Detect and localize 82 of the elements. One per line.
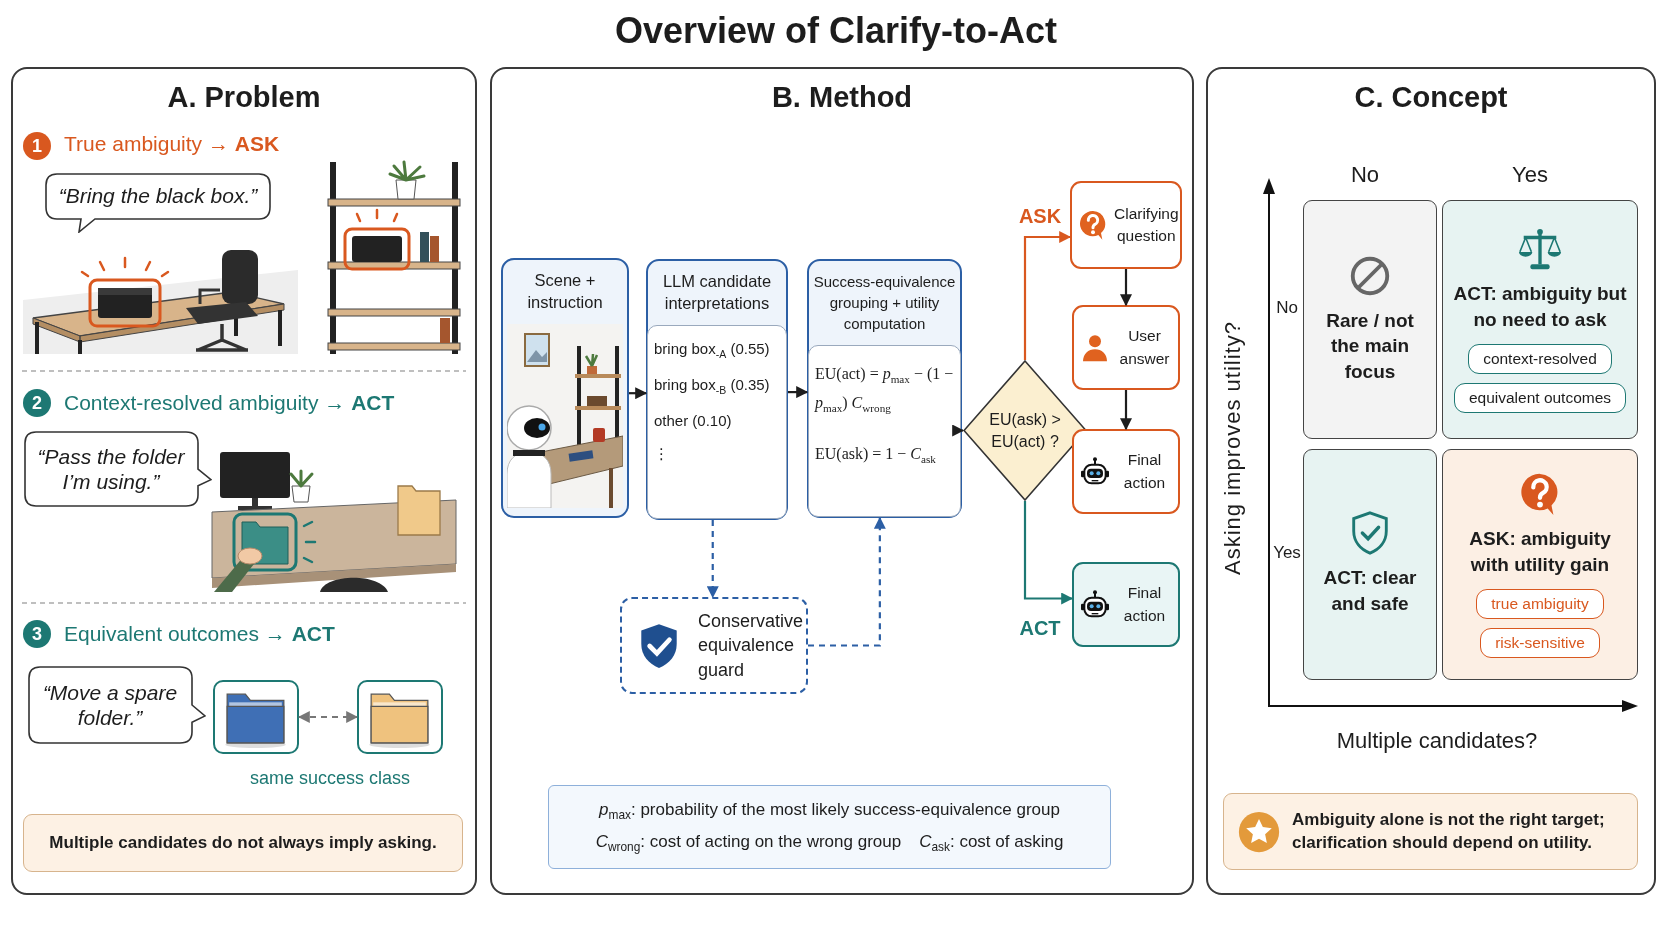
panel-heading: A. Problem (166, 81, 322, 114)
box-heading: LLM candidate interpretations (661, 270, 773, 314)
quadrant-card (1442, 449, 1638, 680)
speech-bubble (45, 173, 271, 233)
tag-text: risk-sensitive (1495, 633, 1585, 652)
arrow (952, 424, 965, 437)
step-text: Final action (1122, 450, 1167, 493)
note-text: Ambiguity alone is not the right target; clarification should depend on utility. (1292, 809, 1606, 854)
decision-text: EU(ask) > EU(act) ? (988, 409, 1062, 452)
diagram-title: Overview of Clarify-to-Act (613, 10, 1059, 52)
panel-heading: C. Concept (1353, 81, 1509, 114)
tag-pill (1453, 382, 1627, 413)
list-item: other (0.10) (654, 412, 733, 429)
tag-text: context-resolved (1483, 349, 1597, 368)
folder-picture (213, 680, 299, 754)
definition-text: C$_{wrong}$: cost of acting on the wrong group (595, 832, 902, 855)
list-item: bring box$_{-A}$ (0.55) (654, 340, 771, 360)
tag-text: true ambiguity (1491, 594, 1589, 613)
step-heading: Equivalent outcomes → ACT (64, 622, 335, 646)
quadrant-card (1303, 200, 1437, 439)
quadrant-text: ACT: clear and safe (1322, 566, 1418, 616)
box-heading: Success-equivalence grouping + utility computation (812, 271, 957, 334)
utility-box (807, 259, 962, 518)
quote-text: “Pass the folder I’m using.” (36, 443, 186, 495)
axis-title: Multiple candidates? (1336, 728, 1538, 754)
speech-bubble (28, 666, 206, 744)
outcome-box (1072, 562, 1180, 647)
note-box (23, 814, 463, 872)
note-text: Multiple candidates do not always imply asking. (49, 831, 437, 854)
arrow (788, 386, 809, 399)
panel-heading: B. Method (770, 81, 914, 114)
formula-text: EU(act) = p$_{max}$ − (1 − p$_{max}$) C$_{wrong}$ (815, 364, 954, 417)
list-item: ⋮ (654, 445, 670, 463)
quadrant-text: Rare / not the main focus (1325, 308, 1415, 384)
quadrant-card (1442, 200, 1638, 439)
guard-text: Conservative equivalence guard (698, 610, 804, 682)
quote-text: “Bring the black box.” (58, 183, 258, 209)
definition-text: C$_{ask}$: cost of asking (919, 832, 1064, 855)
formula-text: EU(ask) = 1 − C$_{ask}$ (815, 444, 937, 468)
arrow (1023, 501, 1074, 605)
quote-text: “Move a spare folder.” (41, 679, 179, 731)
tag-text: equivalent outcomes (1468, 388, 1612, 407)
speech-bubble (24, 431, 212, 507)
arrow (1120, 269, 1132, 307)
row-label: No (1276, 298, 1298, 318)
axis-title: Asking improves utility? (1220, 321, 1246, 575)
row-label: Yes (1273, 543, 1301, 563)
arrow (1023, 231, 1072, 360)
step-text: Final action (1122, 583, 1167, 626)
arrow (1120, 390, 1132, 431)
folder-picture (357, 680, 443, 754)
step-text: User answer (1118, 326, 1171, 369)
column-label: No (1350, 162, 1380, 188)
candidate-box (646, 259, 788, 520)
tag-pill (1480, 627, 1600, 658)
panel (1206, 67, 1656, 895)
dashed-arrow (706, 520, 719, 599)
column-label: Yes (1512, 162, 1548, 188)
tag-pill (1468, 343, 1612, 374)
definition-text: p$_{max}$: probability of the most likely success-equivalence group (597, 799, 1061, 822)
quadrant-text: ASK: ambiguity with utility gain (1468, 527, 1612, 577)
step-heading: True ambiguity → ASK (64, 132, 280, 156)
tag-pill (1476, 588, 1604, 619)
outcome-box (1070, 181, 1182, 269)
dashed-arrow (297, 711, 359, 723)
quadrant-text: ACT: ambiguity but no need to ask (1452, 282, 1628, 332)
list-item: bring box$_{-B}$ (0.35) (654, 376, 771, 396)
outcome-box (1072, 429, 1180, 514)
step-heading: Context-resolved ambiguity → ACT (64, 391, 395, 415)
arrow (629, 387, 648, 400)
note-box (1223, 793, 1638, 870)
box-heading: Scene + instruction (526, 269, 604, 313)
definition-box (548, 785, 1111, 869)
quadrant-card (1303, 449, 1437, 680)
folder-caption: same success class (249, 767, 411, 789)
panel (11, 67, 477, 895)
panel (490, 67, 1194, 895)
outcome-box (1072, 305, 1180, 390)
guard-box (620, 597, 808, 694)
dashed-arrow (808, 516, 886, 647)
step-text: Clarifying question (1114, 203, 1179, 246)
scene-box (501, 258, 629, 518)
